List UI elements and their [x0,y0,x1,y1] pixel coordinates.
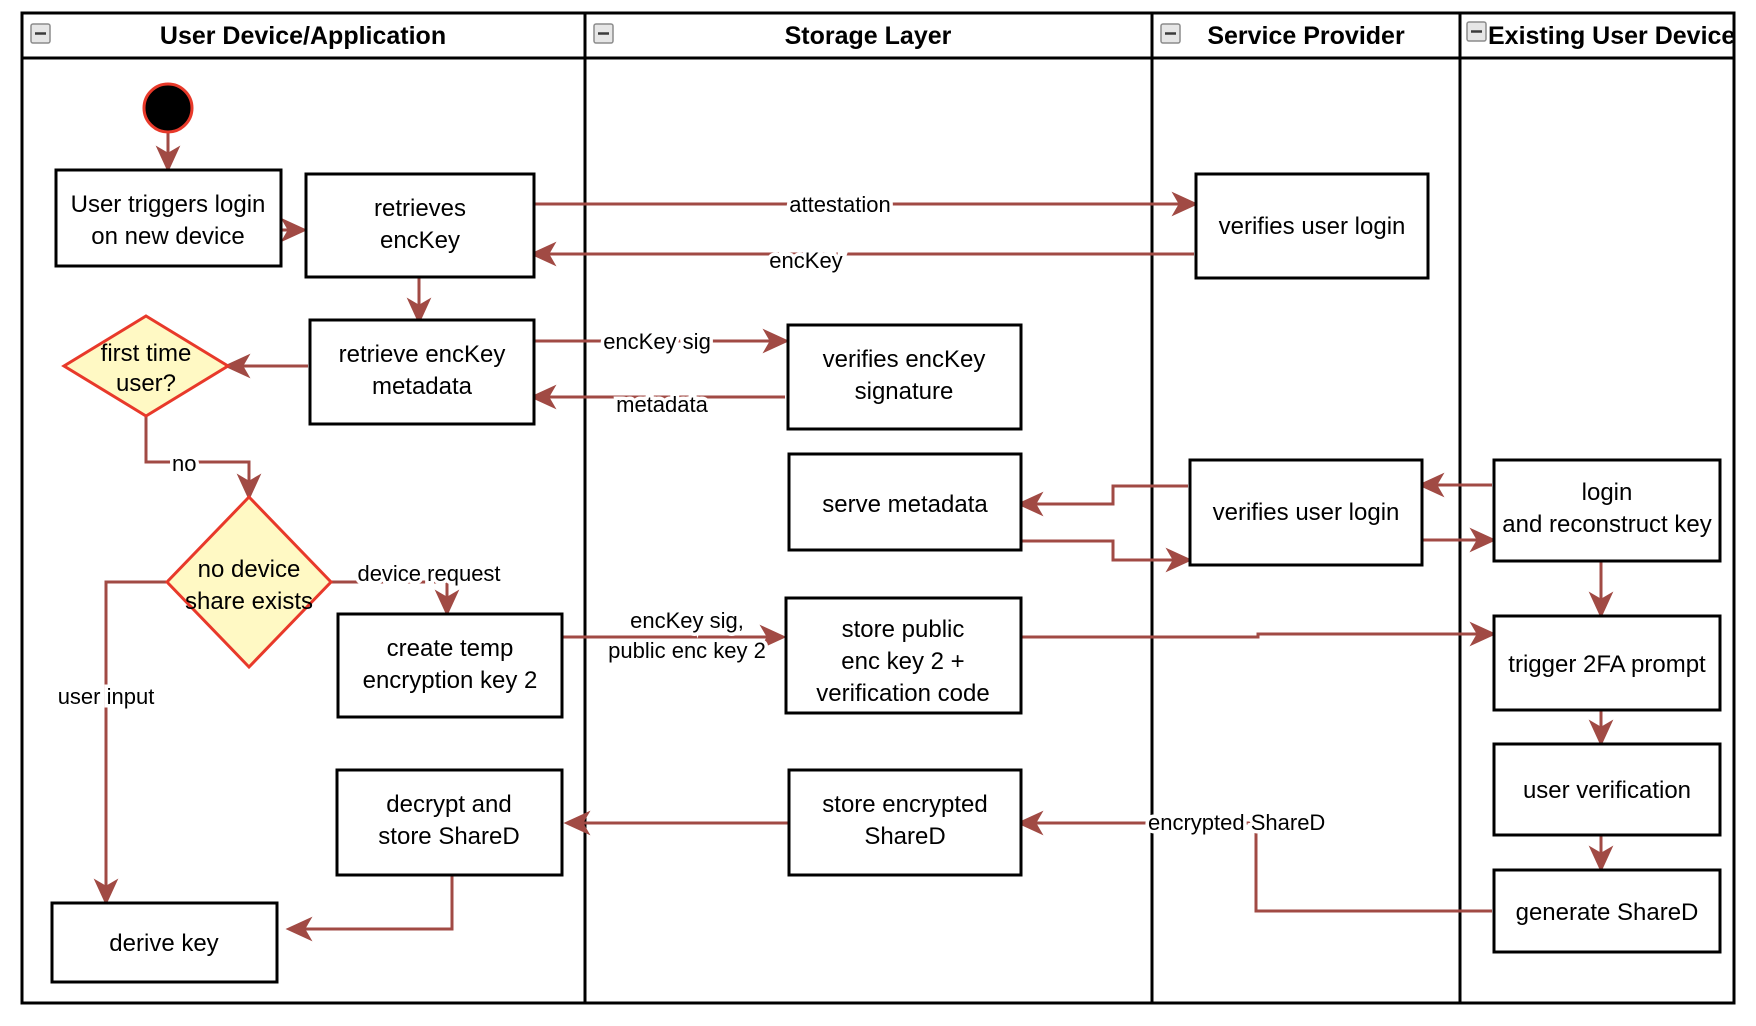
lane-title-user-device: User Device/Application [160,22,446,50]
edge-label-enckey-sig: encKey sig [603,329,711,354]
activity-decrypt-store-line1: decrypt and [386,791,511,818]
edge-label-attestation: attestation [789,192,891,217]
activity-verifies-user-login-2-label: verifies user login [1213,499,1400,526]
activity-trigger-2fa-prompt[interactable]: trigger 2FA prompt [1492,614,1722,712]
activity-store-encrypted-line1: store encrypted [822,791,987,818]
activity-user-triggers-login-line2: on new device [91,223,244,250]
activity-store-encrypted-shared[interactable]: store encrypted ShareD [787,768,1023,877]
flow-device-request [331,580,460,617]
activity-verifies-user-login-1-label: verifies user login [1219,213,1406,240]
lane-title-service-provider: Service Provider [1207,22,1405,50]
activity-verifies-enckey-signature[interactable]: verifies encKey signature [786,323,1023,431]
activity-verifies-sig-line1: verifies encKey [823,346,986,373]
activity-user-triggers-login-line1: User triggers login [71,191,266,218]
flow-user-input [93,580,166,906]
activity-retrieves-enckey-line2: encKey [380,227,460,254]
edge-label-enckey-sig-public-1: encKey sig, [630,608,744,633]
flow-decrypt-to-derive-key [285,875,454,942]
flow-store-public-to-trigger-2fa [1010,621,1497,647]
activity-generate-shared[interactable]: generate ShareD [1492,868,1722,954]
edge-label-encrypted-shared: encrypted ShareD [1148,810,1325,835]
flow-verifies-login-to-serve-metadata [1016,484,1188,517]
edge-label-metadata: metadata [616,392,708,417]
lane-title-storage-layer: Storage Layer [785,22,952,50]
minus-icon-lane-existing-user-device[interactable] [1466,21,1487,42]
activity-retrieve-enckey-metadata-line1: retrieve encKey [339,341,506,368]
activity-store-public-line2: enc key 2 + [841,648,964,675]
activity-generate-shared-label: generate ShareD [1516,899,1699,926]
minus-icon-lane-storage-layer[interactable] [593,23,614,44]
minus-icon-lane-service-provider[interactable] [1160,23,1181,44]
activity-store-public-line1: store public [842,616,965,643]
activity-serve-metadata[interactable]: serve metadata [787,452,1023,552]
activity-store-public-line3: verification code [816,680,989,707]
decision-no-device-share-line1: no device [198,556,301,583]
activity-retrieve-enckey-metadata[interactable]: retrieve encKey metadata [308,318,536,426]
activity-create-temp-key-line2: encryption key 2 [363,667,538,694]
decision-first-time-user-line1: first time [101,340,192,367]
activity-retrieves-enckey[interactable]: retrieves encKey [304,172,536,279]
decision-first-time-user[interactable]: first time user? [61,314,231,418]
edge-label-device-request: device request [357,561,500,586]
activity-retrieve-enckey-metadata-line2: metadata [372,373,473,400]
activity-trigger-2fa-label: trigger 2FA prompt [1508,651,1706,678]
activity-login-and-reconstruct-key[interactable]: login and reconstruct key [1492,458,1722,563]
activity-retrieves-enckey-line1: retrieves [374,195,466,222]
decision-first-time-user-line2: user? [116,370,176,397]
edge-label-no: no [172,451,196,476]
activity-login-reconstruct-line2: and reconstruct key [1502,511,1711,538]
lane-title-existing-user-device: Existing User Device [1488,22,1735,50]
activity-user-triggers-login[interactable]: User triggers login on new device [54,168,283,268]
activity-verifies-user-login-1[interactable]: verifies user login [1194,172,1430,280]
flow-serve-metadata-to-verifies-login [1021,539,1193,573]
start-node [142,82,194,134]
edge-label-enckey-sig-public-2: public enc key 2 [608,638,766,663]
edge-label-enckey: encKey [769,248,842,273]
activity-login-reconstruct-line1: login [1582,479,1633,506]
edge-label-user-input: user input [58,684,155,709]
activity-decrypt-and-store-shared[interactable]: decrypt and store ShareD [335,768,564,877]
decision-no-device-share-exists[interactable]: no device share exists [164,494,334,670]
activity-user-verification[interactable]: user verification [1492,742,1722,837]
activity-decrypt-store-line2: store ShareD [378,823,519,850]
activity-serve-metadata-label: serve metadata [822,491,988,518]
activity-verifies-user-login-2[interactable]: verifies user login [1188,458,1424,567]
decision-no-device-share-line2: share exists [185,588,313,615]
activity-create-temp-encryption-key-2[interactable]: create temp encryption key 2 [336,612,564,719]
activity-store-public-enc-key-2[interactable]: store public enc key 2 + verification co… [784,596,1023,715]
flow-no-to-no-device-share [144,416,262,501]
minus-icon-lane-user-device[interactable] [30,23,51,44]
activity-store-encrypted-line2: ShareD [864,823,945,850]
activity-derive-key-label: derive key [109,930,218,957]
activity-user-verification-label: user verification [1523,777,1691,804]
flow-encrypted-shared [1016,810,1492,913]
activity-derive-key[interactable]: derive key [50,901,279,984]
activity-verifies-sig-line2: signature [855,378,954,405]
activity-create-temp-key-line1: create temp [387,635,514,662]
